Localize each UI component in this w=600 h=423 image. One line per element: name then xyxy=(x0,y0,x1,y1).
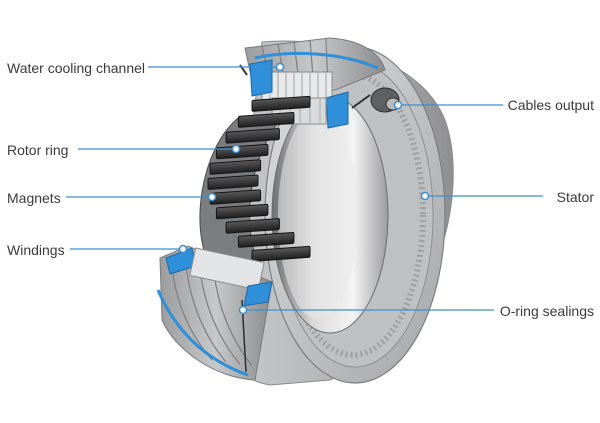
label-magnets: Magnets xyxy=(7,190,61,206)
endpoint-rotor-ring xyxy=(231,144,241,154)
label-stator: Stator xyxy=(556,189,594,205)
label-water-cooling-channel: Water cooling channel xyxy=(7,60,146,76)
label-cables-output: Cables output xyxy=(507,97,594,113)
endpoint-o-ring xyxy=(238,305,248,315)
endpoint-stator xyxy=(420,191,430,201)
endpoint-cables-output xyxy=(393,100,403,110)
magnet-bar xyxy=(209,159,262,175)
endpoint-water-cooling xyxy=(275,62,285,72)
label-windings: Windings xyxy=(7,242,65,258)
magnet-bar xyxy=(215,143,269,160)
magnet-bar xyxy=(251,245,311,262)
cables-output-connector xyxy=(351,87,401,113)
magnet-bar xyxy=(225,218,280,234)
magnet-bar xyxy=(225,128,280,144)
lower-section xyxy=(156,245,273,381)
label-rotor-ring: Rotor ring xyxy=(7,142,69,158)
magnets-group xyxy=(207,95,311,262)
magnet-bar xyxy=(215,203,269,220)
magnet-bar xyxy=(237,112,295,128)
label-o-ring-sealings: O-ring sealings xyxy=(499,303,594,319)
magnet-bar xyxy=(207,174,259,190)
magnet-bar xyxy=(251,95,311,112)
leader-endpoints xyxy=(178,62,430,315)
endpoint-magnets xyxy=(207,192,217,202)
leader-lines xyxy=(66,66,543,311)
endpoint-windings xyxy=(178,244,188,254)
rotor-bore xyxy=(271,96,389,334)
magnet-bar xyxy=(237,232,295,248)
